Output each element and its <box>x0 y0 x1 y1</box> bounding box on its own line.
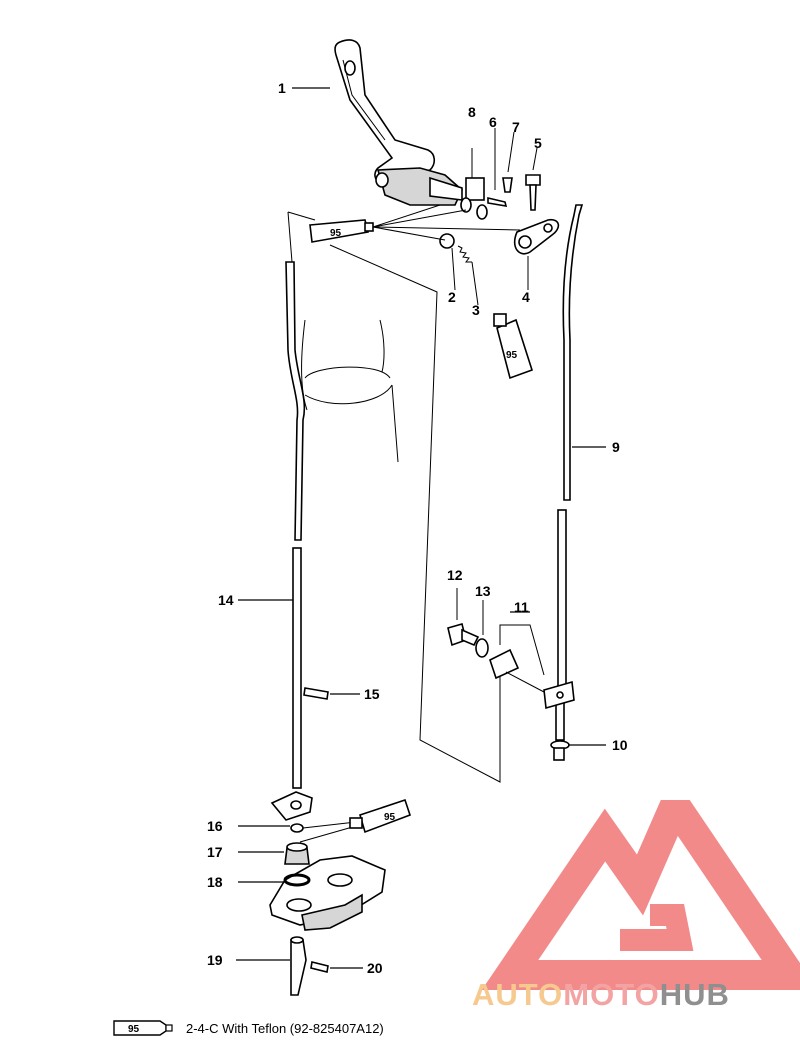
washer-part-13 <box>475 600 489 658</box>
driveshaft-housing-outline <box>301 319 399 463</box>
tube-code-bottom: 95 <box>384 812 396 823</box>
callout-label-15: 15 <box>364 686 380 702</box>
lubricant-tube-top: 95 <box>309 204 521 243</box>
tube-code-top: 95 <box>330 228 342 239</box>
pin-part-6 <box>487 128 508 207</box>
callout-label-11: 11 <box>514 599 529 615</box>
callout-label-10: 10 <box>612 737 628 753</box>
callout-label-20: 20 <box>367 960 383 976</box>
ball-part-2 <box>439 233 456 291</box>
screw-part-7 <box>502 131 515 193</box>
legend-description: 2-4-C With Teflon (92-825407A12) <box>186 1020 384 1036</box>
shift-handle-part-1 <box>334 39 463 206</box>
callout-label-18: 18 <box>207 874 223 890</box>
callout-label-19: 19 <box>207 952 223 968</box>
spring-part-3 <box>457 245 479 306</box>
lower-bushing-housing <box>269 791 386 931</box>
callout-label-3: 3 <box>472 302 480 318</box>
watermark-logo-text: AUTOMOTOHUB <box>472 977 730 1013</box>
washers-part-8 <box>460 148 488 220</box>
lubricant-tube-middle: 95 <box>493 313 533 380</box>
lubricant-tube-icon: 95 <box>113 1020 173 1036</box>
coupler-part-19: 19 <box>207 936 307 996</box>
lubricant-tube-bottom: 95 <box>349 798 412 834</box>
callout-label-16: 16 <box>207 818 223 834</box>
callout-label-12: 12 <box>447 567 463 583</box>
shift-rod-part-9: 9 <box>557 204 620 691</box>
callout-label-4: 4 <box>522 289 530 305</box>
callout-label-8: 8 <box>468 104 476 120</box>
callout-label-2: 2 <box>448 289 456 305</box>
bolt-part-12 <box>447 588 480 647</box>
shift-shaft-part-14: 14 <box>218 261 306 789</box>
callout-label-1: 1 <box>278 80 286 96</box>
callout-label-9: 9 <box>612 439 620 455</box>
callout-label-7: 7 <box>512 119 520 135</box>
tube-code-middle: 95 <box>506 350 518 361</box>
callout-1: 1 <box>278 80 330 96</box>
callout-label-14: 14 <box>218 592 234 608</box>
watermark-moto: MOTO <box>563 977 660 1012</box>
watermark-hub: HUB <box>659 977 730 1012</box>
watermark-auto: AUTO <box>472 977 564 1012</box>
legend-tube-code: 95 <box>128 1024 140 1035</box>
callout-label-6: 6 <box>489 114 497 130</box>
seal-part-18: 18 <box>207 873 311 890</box>
callout-label-13: 13 <box>475 583 491 599</box>
screw-part-5 <box>525 147 541 211</box>
callout-label-17: 17 <box>207 844 223 860</box>
shift-lever-part-4 <box>513 218 560 290</box>
shift-rod-end-part-10: 10 <box>550 689 628 761</box>
watermark-logo-icon <box>481 800 800 990</box>
callout-label-5: 5 <box>534 135 542 151</box>
assembly-lines <box>287 211 501 783</box>
pin-part-15: 15 <box>303 686 380 702</box>
bushing-part-17: 17 <box>207 842 310 865</box>
connector-part-11 <box>489 611 575 710</box>
o-ring-part-16: 16 <box>207 818 357 843</box>
lubricant-legend: 95 2-4-C With Teflon (92-825407A12) <box>112 1017 384 1039</box>
pin-part-20: 20 <box>310 960 383 976</box>
